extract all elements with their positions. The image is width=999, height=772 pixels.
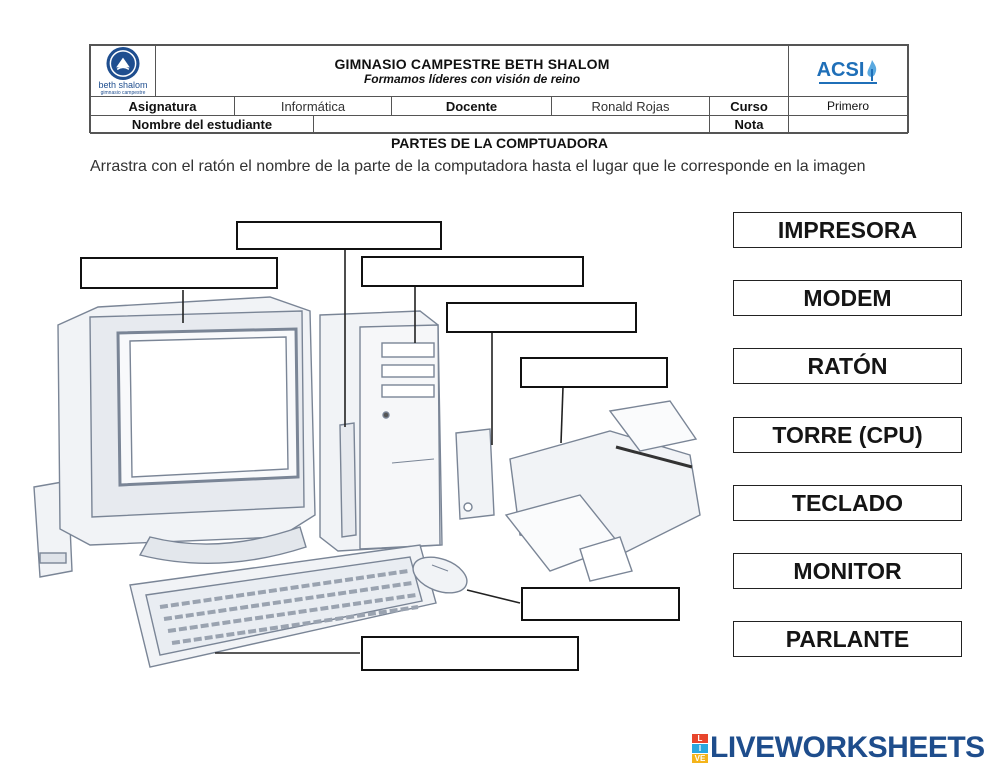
brand-mark-letter: L [692, 734, 708, 743]
score-field [788, 115, 908, 134]
mouse-image [412, 556, 468, 594]
school-logo-icon [106, 46, 140, 81]
computer-illustration [33, 250, 701, 668]
monitor-image [57, 296, 316, 565]
worksheet-instructions: Arrastra con el ratón el nombre de la pa… [90, 158, 866, 175]
word-card-impresora[interactable]: IMPRESORA [733, 212, 962, 248]
word-card-teclado[interactable]: TECLADO [733, 485, 962, 521]
tower-image [319, 310, 443, 552]
teacher-value: Ronald Rojas [551, 96, 710, 116]
flame-icon [867, 60, 877, 81]
keyboard-image [129, 544, 437, 668]
worksheet-title: PARTES DE LA COMPTUADORA [391, 135, 608, 151]
answer-slot-tower[interactable] [361, 256, 584, 287]
school-name: GIMNASIO CAMPESTRE BETH SHALOM [334, 56, 610, 72]
accreditation-logo-text: ACSI [816, 58, 865, 81]
subject-label: Asignatura [90, 96, 235, 116]
word-card-modem[interactable]: MODEM [733, 280, 962, 316]
liveworksheets-wordmark: LIVEWORKSHEETS [710, 731, 985, 764]
grade-label: Curso [709, 96, 789, 116]
grade-value: Primero [788, 96, 908, 116]
school-motto: Formamos líderes con visión de reino [363, 72, 581, 86]
score-label: Nota [709, 115, 789, 134]
answer-slot-speaker[interactable] [446, 302, 637, 333]
school-logo-cell: beth shalom gimnasio campestre [90, 45, 156, 97]
word-card-raton[interactable]: RATÓN [733, 348, 962, 384]
teacher-label: Docente [391, 96, 552, 116]
school-logo-subtext: gimnasio campestre [100, 90, 146, 96]
worksheet-header: beth shalom gimnasio campestre GIMNASIO … [89, 44, 909, 134]
word-card-parlante[interactable]: PARLANTE [733, 621, 962, 657]
right-speaker-image [455, 428, 495, 520]
answer-slot-monitor[interactable] [80, 257, 278, 289]
student-name-field[interactable] [313, 115, 710, 134]
brand-mark-letter: I [692, 744, 708, 753]
answer-slot-keyboard[interactable] [361, 636, 579, 671]
printer-image [504, 400, 701, 582]
school-logo-text: beth shalom [98, 80, 148, 90]
answer-slot-printer[interactable] [520, 357, 668, 388]
student-label: Nombre del estudiante [90, 115, 314, 134]
accreditation-logo-underline [819, 81, 877, 84]
school-title-cell: GIMNASIO CAMPESTRE BETH SHALOM Formamos … [155, 45, 789, 97]
word-card-torre-cpu[interactable]: TORRE (CPU) [733, 417, 962, 453]
accreditation-logo-cell: ACSI [788, 45, 908, 97]
brand-mark-letter: VE [692, 754, 708, 763]
word-card-monitor[interactable]: MONITOR [733, 553, 962, 589]
subject-value: Informática [234, 96, 392, 116]
answer-slot-top[interactable] [236, 221, 442, 250]
answer-slot-mouse[interactable] [521, 587, 680, 621]
liveworksheets-mark-icon: L I VE [692, 734, 708, 763]
liveworksheets-logo[interactable]: L I VE LIVEWORKSHEETS [692, 730, 985, 766]
